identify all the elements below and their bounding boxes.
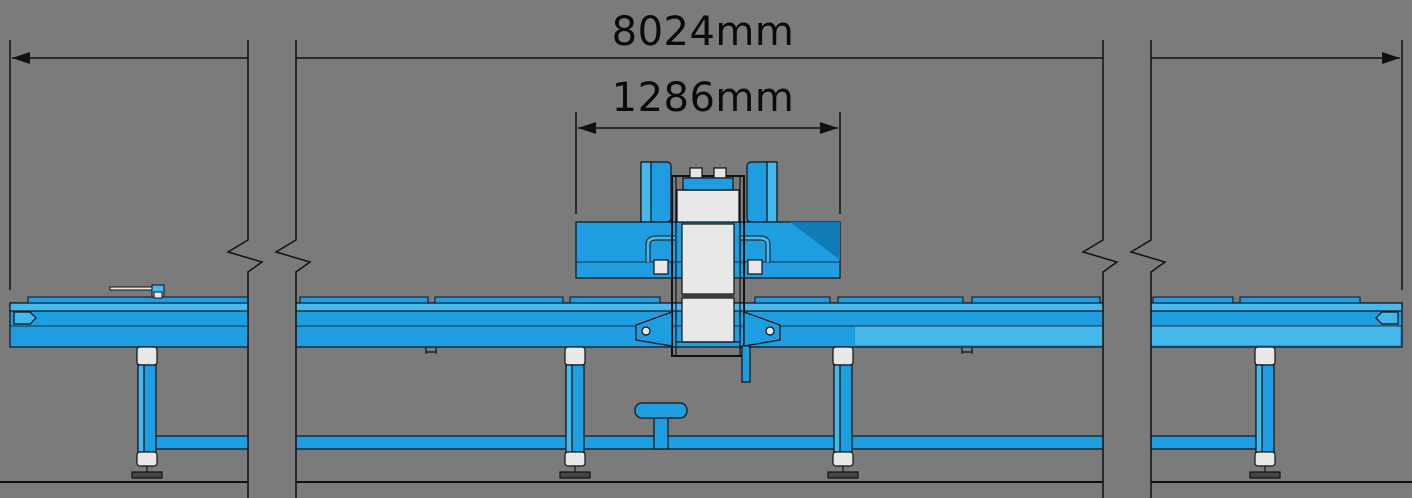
length-stop	[109, 284, 165, 299]
overall-dimension-line	[9, 40, 1403, 290]
top-rail-segments	[27, 296, 1361, 304]
saw-carriage	[575, 161, 841, 383]
carriage-dimension-line	[575, 112, 841, 214]
break-bands	[248, 40, 1151, 498]
base-rail	[149, 435, 1266, 450]
carriage-width-label: 1286mm	[611, 75, 795, 121]
beam-brackets	[425, 347, 973, 354]
foot-pedal	[634, 402, 688, 450]
break-lines	[226, 40, 1167, 498]
legs	[131, 346, 1281, 479]
overall-length-label: 8024mm	[611, 9, 795, 55]
